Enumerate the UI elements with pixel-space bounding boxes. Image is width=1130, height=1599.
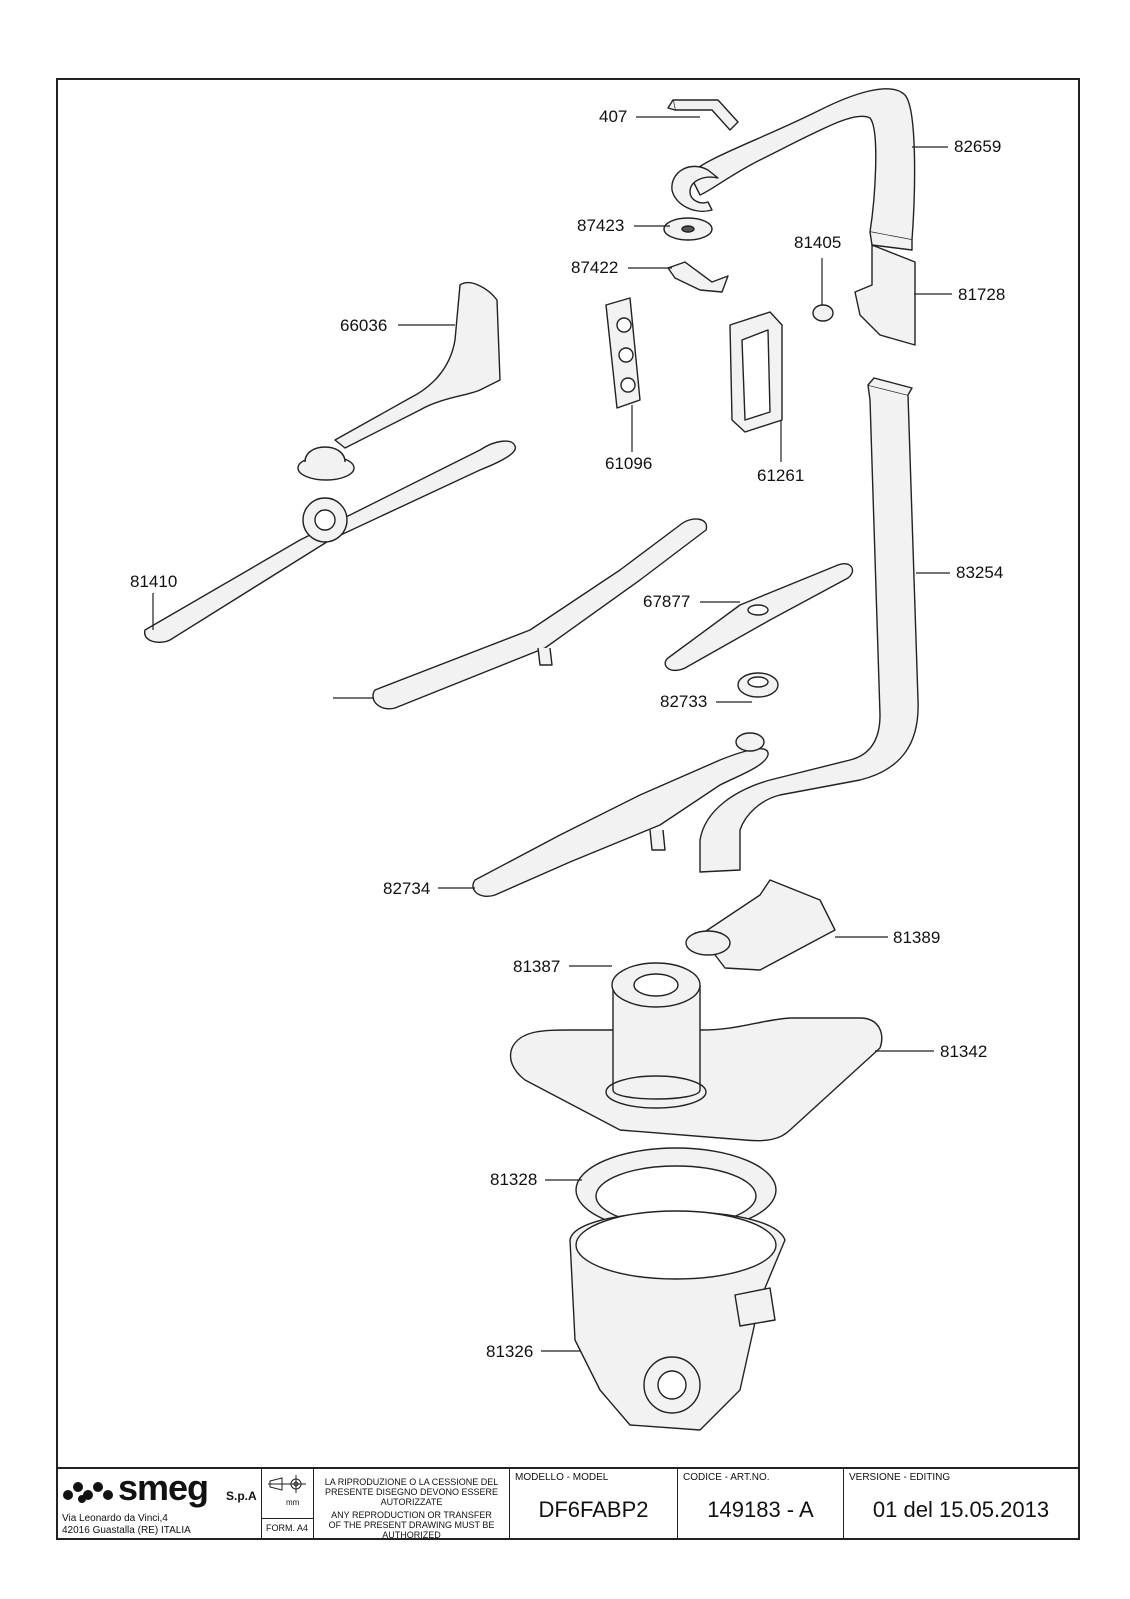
- part-label: 67877: [643, 592, 691, 611]
- part-81410-drawing: [144, 440, 517, 643]
- units-label: mm: [286, 1498, 300, 1507]
- part-66036-drawing: [297, 282, 501, 481]
- part-407-drawing: [667, 99, 739, 131]
- code-value: 149183 - A: [707, 1497, 814, 1522]
- part-81326-drawing: [569, 1210, 786, 1431]
- smeg-logo-dots-icon: [63, 1482, 113, 1503]
- part-83254-drawing: [699, 377, 919, 873]
- part-label: 81328: [490, 1170, 538, 1189]
- part-81387-drawing: [605, 962, 707, 1109]
- part-81405-drawing: [812, 304, 834, 322]
- part-61096-drawing: [605, 297, 641, 409]
- projection-symbol-icon: [268, 1475, 306, 1493]
- version-header: VERSIONE - EDITING: [849, 1472, 951, 1483]
- part-label: 81389: [893, 928, 941, 947]
- part-label: 61261: [757, 466, 805, 485]
- part-67877-drawing: [664, 563, 854, 672]
- part-label: 82734: [383, 879, 431, 898]
- part-label: 82659: [954, 137, 1002, 156]
- part-label: 81728: [958, 285, 1006, 304]
- part-label: 83254: [956, 563, 1004, 582]
- version-value: 01 del 15.05.2013: [872, 1497, 1050, 1522]
- part-label: 81410: [130, 572, 178, 591]
- part-label: 407: [599, 107, 628, 126]
- address-line-1: Via Leonardo da Vinci,4: [62, 1513, 168, 1524]
- part-label: 66036: [340, 316, 388, 335]
- drawing-sheet: [56, 78, 1080, 1540]
- notice-cell: LA RIPRODUZIONE O LA CESSIONE DEL PRESEN…: [313, 1469, 509, 1540]
- format-label: FORM. A4: [266, 1523, 309, 1533]
- code-header: CODICE - ART.NO.: [683, 1472, 770, 1483]
- model-header: MODELLO - MODEL: [515, 1472, 609, 1483]
- part-label: 81387: [513, 957, 561, 976]
- part-81389-drawing: [685, 879, 836, 971]
- part-label: 81405: [794, 233, 842, 252]
- company-logo-text: smeg: [118, 1467, 209, 1508]
- part-82733-drawing: [737, 672, 779, 698]
- leader-lines: [152, 116, 952, 1352]
- part-label: 87422: [571, 258, 619, 277]
- part-82734-drawing: [472, 732, 769, 897]
- title-block: smeg S.p.A Via Leonardo da Vinci,4 42016…: [56, 1467, 1080, 1540]
- notice-italian: LA RIPRODUZIONE O LA CESSIONE DEL PRESEN…: [324, 1477, 499, 1507]
- part-81728-drawing: [854, 244, 916, 346]
- part-label: 61096: [605, 454, 653, 473]
- code-cell: CODICE - ART.NO. 149183 - A: [677, 1469, 843, 1540]
- units-cell: mm FORM. A4: [261, 1469, 313, 1540]
- part-61261-drawing: [729, 311, 783, 433]
- part-81328-drawing: [575, 1147, 777, 1233]
- address-line-2: 42016 Guastalla (RE) ITALIA: [62, 1525, 191, 1536]
- version-cell: VERSIONE - EDITING 01 del 15.05.2013: [843, 1469, 1078, 1540]
- part-87422-drawing: [667, 261, 729, 293]
- part-label: 82733: [660, 692, 708, 711]
- company-suffix: S.p.A: [226, 1489, 257, 1503]
- company-cell: smeg S.p.A Via Leonardo da Vinci,4 42016…: [56, 1467, 261, 1540]
- part-87423-drawing: [663, 217, 713, 241]
- model-cell: MODELLO - MODEL DF6FABP2: [509, 1469, 677, 1540]
- part-center-spray-arm-drawing: [372, 518, 708, 710]
- part-82659-drawing: [671, 88, 916, 251]
- notice-english: ANY REPRODUCTION OR TRANSFER OF THE PRES…: [328, 1510, 495, 1540]
- part-label: 87423: [577, 216, 625, 235]
- part-label: 81342: [940, 1042, 988, 1061]
- part-label: 81326: [486, 1342, 534, 1361]
- model-value: DF6FABP2: [538, 1497, 649, 1522]
